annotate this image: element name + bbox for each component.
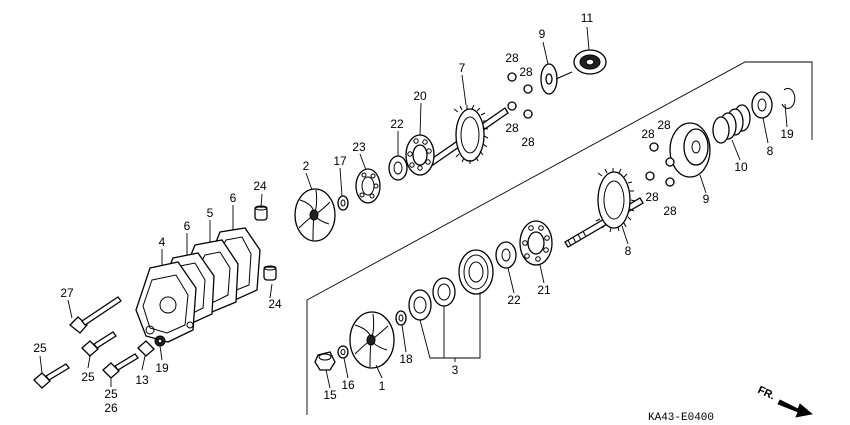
front-direction-label: FR. xyxy=(756,384,777,402)
part-17-washer xyxy=(337,195,349,211)
callout-28-a: 28 xyxy=(505,51,519,65)
callout-24-lower: 24 xyxy=(268,297,282,311)
callout-15: 15 xyxy=(323,388,337,402)
callout-16: 16 xyxy=(341,378,355,392)
part-11-washer xyxy=(540,63,573,95)
rings-28-upper xyxy=(507,72,533,119)
callout-9: 8 xyxy=(767,144,774,158)
callout-6-right: 6 xyxy=(230,191,237,205)
callout-24-upper: 24 xyxy=(253,179,267,193)
callout-13: 11 xyxy=(581,11,594,25)
part-21-bearing-lower xyxy=(519,220,553,266)
callout-28-c: 28 xyxy=(505,121,519,135)
callout-21-upper: 20 xyxy=(413,89,427,103)
part-25-bolt-mid xyxy=(81,331,117,357)
callout-18: 18 xyxy=(399,352,413,366)
callout-14: 13 xyxy=(135,373,149,387)
callout-1: 1 xyxy=(379,379,386,393)
callout-5: 5 xyxy=(207,206,214,220)
frame-lines xyxy=(306,61,813,415)
part-19-washer xyxy=(154,335,166,347)
callout-3: 3 xyxy=(452,363,459,377)
part-18-washer xyxy=(395,310,407,326)
callout-25-b: 25 xyxy=(104,387,118,401)
callout-28-h: 28 xyxy=(663,204,677,218)
part-10-cup xyxy=(669,122,711,178)
callout-28-d: 28 xyxy=(521,135,535,149)
rings-28-right xyxy=(645,142,675,187)
front-arrow-icon: FR. xyxy=(756,384,813,418)
part-12-spring xyxy=(712,104,751,144)
callout-10: 9 xyxy=(703,192,710,206)
part-3-seal-set xyxy=(408,249,494,321)
part-8-gear-shaft xyxy=(564,168,644,248)
part-22-seal-lower xyxy=(495,241,517,269)
part-24-collar-lower xyxy=(263,265,277,281)
part-9-washer xyxy=(751,91,773,119)
callout-28-f: 28 xyxy=(641,127,655,141)
callout-25-a: 25 xyxy=(33,341,47,355)
callout-8: 8 xyxy=(625,244,632,258)
part-16-washer xyxy=(337,345,349,359)
callout-23: 23 xyxy=(352,140,366,154)
callout-25-c: 25 xyxy=(81,370,95,384)
callout-2: 2 xyxy=(303,159,310,173)
part-13-cap xyxy=(573,49,607,75)
part-14-bolt xyxy=(137,340,155,357)
callout-26: 26 xyxy=(104,401,118,415)
part-1-impeller xyxy=(349,311,395,369)
part-4-pump-cover xyxy=(135,261,197,343)
part-2-impeller xyxy=(294,188,336,242)
callout-28-b: 28 xyxy=(519,65,533,79)
callout-21-lower: 21 xyxy=(537,283,551,297)
callout-27: 27 xyxy=(60,286,74,300)
part-24-collar-upper xyxy=(254,205,268,221)
callout-17: 17 xyxy=(333,154,347,168)
callout-28-g: 28 xyxy=(645,190,659,204)
callout-22-lower: 22 xyxy=(507,293,521,307)
part-25-bolt-left xyxy=(33,363,70,389)
callout-7: 7 xyxy=(459,61,466,75)
callout-19: 19 xyxy=(155,361,169,375)
callout-6-left: 6 xyxy=(184,219,191,233)
part-7-gear-shaft xyxy=(429,104,509,166)
callout-labels: 11 9 7 20 22 23 17 2 24 24 6 5 6 4 28 28… xyxy=(33,11,794,415)
callout-12: 10 xyxy=(734,160,748,174)
callout-20: 19 xyxy=(780,127,794,141)
callout-22-upper: 22 xyxy=(390,117,404,131)
part-25-bolt-26 xyxy=(102,353,139,379)
part-22-seal xyxy=(388,155,408,181)
part-21-bearing xyxy=(405,134,435,176)
diagram-code: KA43-E0400 xyxy=(648,412,714,424)
part-23-bearing xyxy=(355,168,381,204)
part-27-long-bolt xyxy=(69,296,122,334)
callout-11: 9 xyxy=(539,27,546,41)
callout-4: 4 xyxy=(159,235,166,249)
callout-28-e: 28 xyxy=(657,118,671,132)
part-15-nut xyxy=(314,351,336,371)
part-20-circlip xyxy=(781,87,796,109)
leader-lines xyxy=(39,26,788,389)
